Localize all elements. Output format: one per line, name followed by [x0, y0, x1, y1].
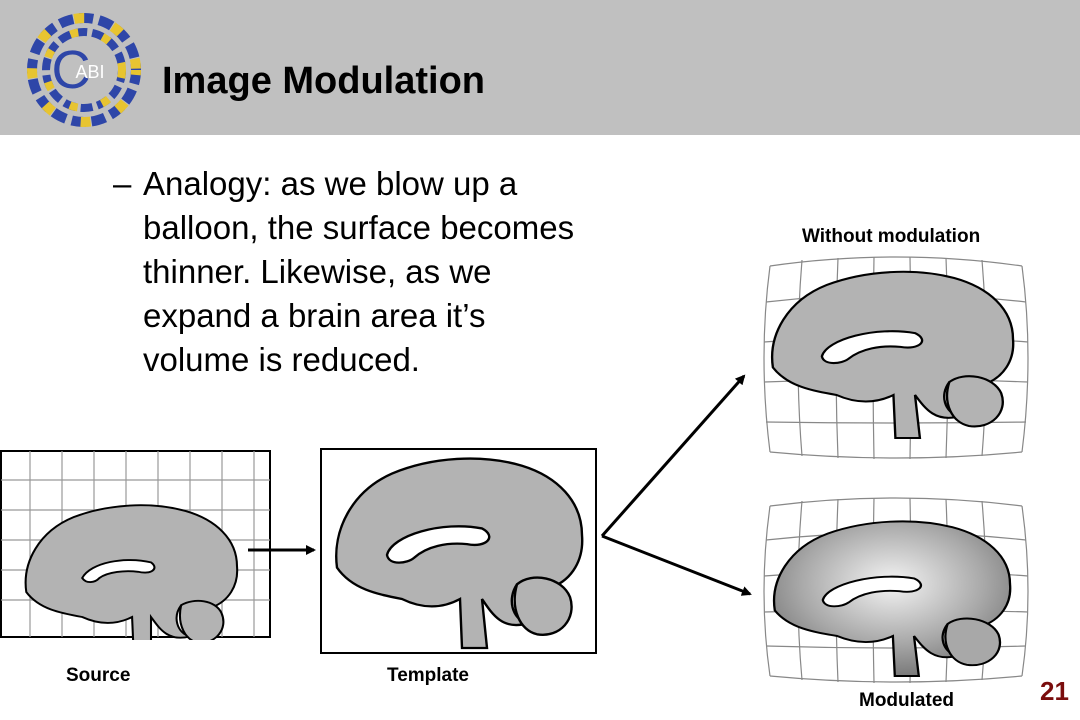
title-bar: C ABI Image Modulation	[0, 0, 1080, 135]
source-label: Source	[66, 665, 131, 686]
bullet-text: Analogy: as we blow up a balloon, the su…	[143, 165, 575, 378]
modulated-brain	[772, 520, 1012, 677]
logo-letter: C	[52, 40, 91, 100]
source-panel	[0, 450, 271, 640]
slide-title: Image Modulation	[162, 60, 485, 102]
abi-logo: C ABI	[27, 13, 141, 127]
bullet-dash: –	[113, 165, 132, 202]
logo-text: ABI	[75, 62, 104, 82]
template-label: Template	[387, 665, 470, 686]
arrow-to-modulated	[601, 534, 752, 596]
modulated-panel	[763, 497, 1029, 684]
without-modulation-panel	[763, 256, 1029, 460]
arrow-to-without-modulation	[600, 374, 746, 537]
without-modulation-label: Without modulation	[802, 226, 981, 247]
page-number: 21	[1040, 676, 1069, 706]
template-panel	[320, 448, 597, 654]
source-brain	[24, 504, 239, 640]
template-brain	[335, 457, 584, 650]
logo-ring	[27, 13, 141, 127]
without-brain	[770, 270, 1015, 440]
modulated-label: Modulated	[859, 690, 954, 711]
analogy-bullet: – Analogy: as we blow up a balloon, the …	[113, 162, 593, 382]
